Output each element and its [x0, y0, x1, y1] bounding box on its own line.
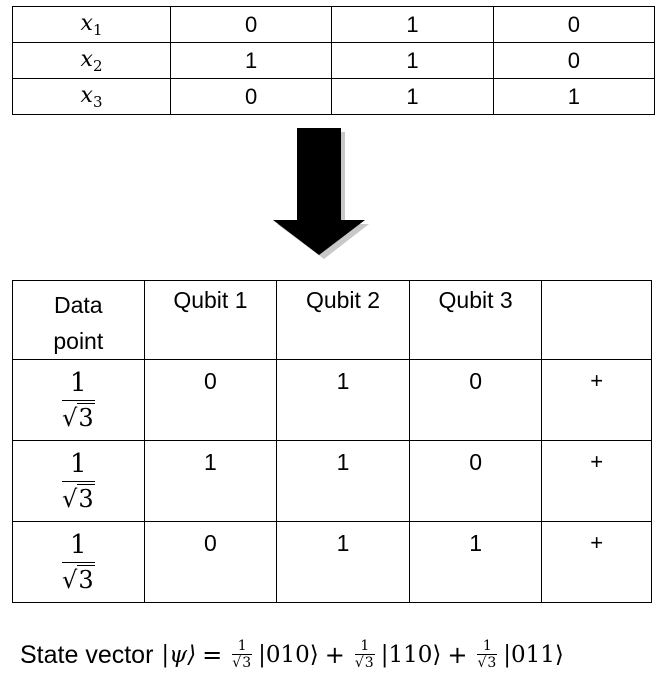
header-empty — [541, 280, 652, 360]
qubit-value-cell: 1 — [276, 440, 410, 522]
sqrt-radicand: 3 — [486, 654, 498, 671]
qubit-value-cell: 0 — [143, 521, 278, 603]
fraction-bar — [354, 654, 375, 655]
sqrt-radicand: 3 — [77, 402, 95, 432]
fraction-denominator: √3 — [477, 654, 498, 672]
variable-subscript: 1 — [92, 20, 103, 39]
input-data-table: x1 0 1 0 x2 1 1 0 x3 0 1 1 — [12, 6, 656, 115]
basis-ket: |010⟩ — [258, 642, 319, 668]
sqrt-radicand: 3 — [77, 483, 95, 513]
equals-sign: = — [202, 641, 223, 669]
fraction-numerator: 1 — [70, 529, 87, 560]
qubit-encoding-table: Data point Qubit 1 Qubit 2 Qubit 3 1 √3 … — [12, 280, 652, 603]
plus-sign-cell: + — [541, 440, 652, 522]
table-row: 1 √3 1 1 0 + — [12, 440, 652, 522]
variable-cell: x1 — [12, 6, 171, 43]
table-row: 1 √3 0 1 0 + — [12, 359, 652, 441]
psi-ket: |ψ⟩ — [161, 642, 197, 668]
fraction-numerator: 1 — [70, 448, 87, 479]
variable-symbol: x — [80, 82, 93, 108]
value-cell: 1 — [331, 78, 494, 115]
variable-subscript: 2 — [92, 56, 103, 75]
plus-sign: + — [447, 641, 468, 669]
qubit-value-cell: 0 — [143, 359, 278, 441]
variable-cell: x3 — [12, 78, 171, 115]
plus-sign: + — [324, 641, 345, 669]
sqrt-radicand: 3 — [241, 654, 253, 671]
fraction-bar — [232, 654, 253, 655]
state-vector-equation: State vector |ψ⟩ = 1 √3 |010⟩ + 1 √3 |11… — [20, 630, 660, 680]
fraction-bar — [62, 399, 95, 401]
amplitude-fraction: 1 √3 — [62, 530, 95, 595]
plus-sign-cell: + — [541, 521, 652, 603]
value-cell: 0 — [169, 78, 333, 115]
value-cell: 1 — [331, 6, 494, 43]
amplitude-fraction: 1 √3 — [62, 449, 95, 514]
value-cell: 1 — [331, 42, 494, 79]
variable-subscript: 3 — [92, 92, 103, 111]
fraction-denominator: √3 — [354, 654, 375, 672]
fraction-numerator: 1 — [237, 638, 247, 654]
table-row: 1 √3 0 1 1 + — [12, 521, 652, 603]
coefficient-fraction: 1 √3 — [354, 638, 375, 672]
coefficient-fraction: 1 √3 — [477, 638, 498, 672]
sqrt-icon: √ — [62, 565, 78, 594]
amplitude-cell: 1 √3 — [12, 521, 145, 603]
qubit-value-cell: 1 — [408, 521, 543, 603]
basis-ket: |011⟩ — [503, 642, 564, 668]
header-label-line: Data — [54, 292, 103, 318]
coefficient-fraction: 1 √3 — [232, 638, 253, 672]
amplitude-cell: 1 √3 — [12, 440, 145, 522]
sqrt-icon: √ — [62, 484, 78, 513]
fraction-denominator: √3 — [62, 564, 95, 595]
value-cell: 1 — [492, 78, 656, 115]
value-cell: 0 — [492, 42, 656, 79]
variable-symbol: x — [80, 46, 93, 72]
fraction-numerator: 1 — [482, 638, 492, 654]
value-cell: 0 — [492, 6, 656, 43]
arrow-body — [273, 128, 365, 255]
table-row: x2 1 1 0 — [12, 42, 656, 79]
fraction-bar — [62, 561, 95, 563]
qubit-value-cell: 1 — [276, 521, 410, 603]
sqrt-radicand: 3 — [77, 564, 95, 594]
sqrt-icon: √ — [232, 655, 242, 671]
basis-ket: |110⟩ — [380, 642, 442, 668]
fraction-denominator: √3 — [232, 654, 253, 672]
qubit-value-cell: 1 — [143, 440, 278, 522]
fraction-denominator: √3 — [62, 483, 95, 514]
header-label-line: point — [53, 328, 104, 354]
fraction-denominator: √3 — [62, 402, 95, 433]
state-vector-label: State vector — [20, 640, 154, 669]
header-qubit-3: Qubit 3 — [408, 280, 543, 360]
fraction-numerator: 1 — [70, 367, 87, 398]
variable-symbol: x — [80, 10, 93, 36]
header-qubit-1: Qubit 1 — [143, 280, 278, 360]
value-cell: 1 — [169, 42, 333, 79]
fraction-numerator: 1 — [360, 638, 370, 654]
qubit-value-cell: 0 — [408, 440, 543, 522]
sqrt-icon: √ — [62, 403, 78, 432]
qubit-value-cell: 1 — [276, 359, 410, 441]
table-row: x3 0 1 1 — [12, 78, 656, 115]
sqrt-icon: √ — [354, 655, 364, 671]
qubit-value-cell: 0 — [408, 359, 543, 441]
value-cell: 0 — [169, 6, 333, 43]
amplitude-fraction: 1 √3 — [62, 368, 95, 433]
table-header-row: Data point Qubit 1 Qubit 2 Qubit 3 — [12, 280, 652, 360]
variable-cell: x2 — [12, 42, 171, 79]
sqrt-radicand: 3 — [363, 654, 375, 671]
header-data-point: Data point — [12, 280, 145, 360]
down-arrow-icon — [273, 128, 369, 259]
plus-sign-cell: + — [541, 359, 652, 441]
table-row: x1 0 1 0 — [12, 6, 656, 43]
fraction-bar — [477, 654, 498, 655]
amplitude-cell: 1 √3 — [12, 359, 145, 441]
header-qubit-2: Qubit 2 — [276, 280, 410, 360]
fraction-bar — [62, 480, 95, 482]
sqrt-icon: √ — [477, 655, 487, 671]
